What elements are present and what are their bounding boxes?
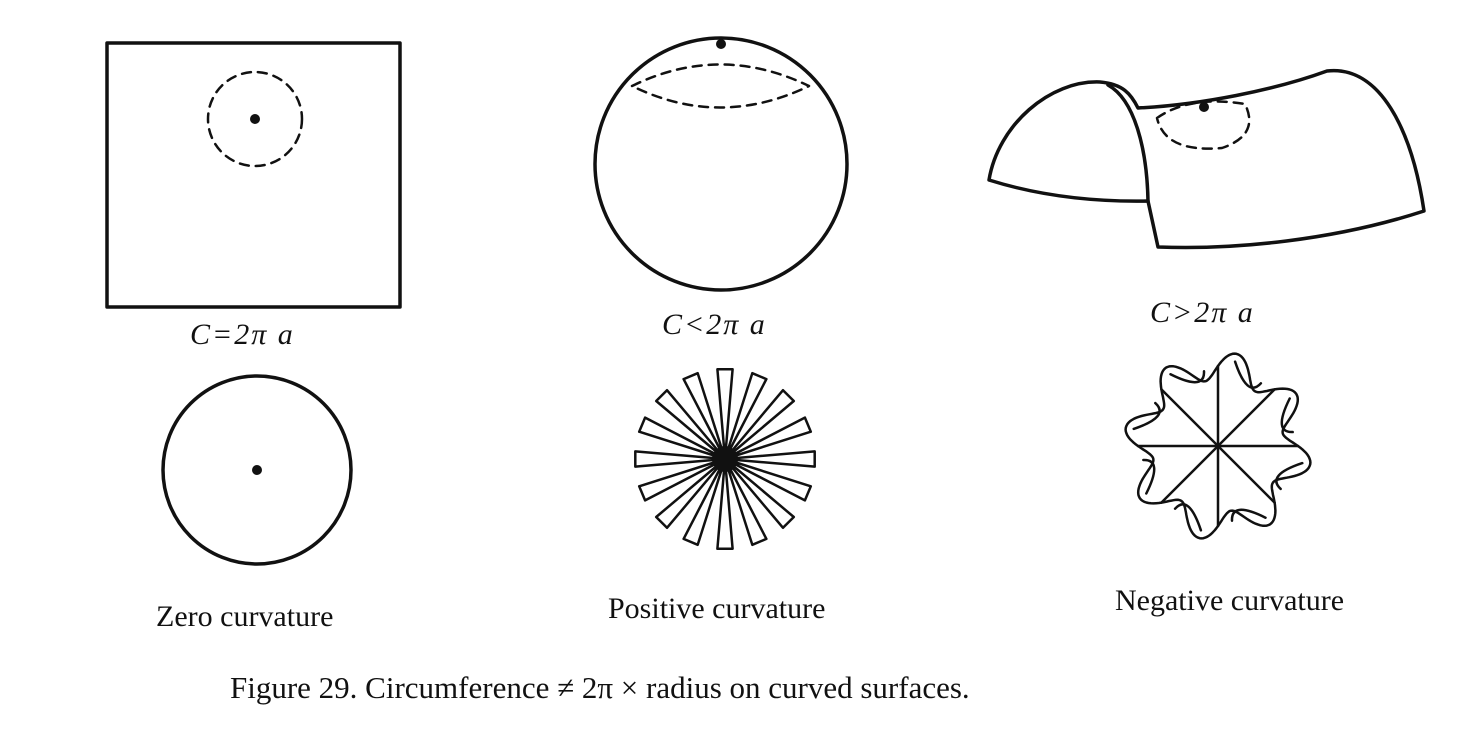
- wedge: [716, 368, 734, 461]
- wedge: [723, 457, 796, 530]
- sphere-pole-dot: [716, 39, 726, 49]
- flat-formula: C=2π a: [190, 318, 295, 351]
- negative-curvature-ruffle: [1124, 352, 1312, 540]
- wedge: [682, 457, 727, 547]
- ruffle-fold: [1173, 503, 1203, 532]
- wedge: [723, 457, 768, 547]
- ruffle-fold: [1275, 461, 1304, 491]
- ruffle-spoke: [1160, 444, 1220, 504]
- wedge: [654, 457, 727, 530]
- zero-curvature-label: Zero curvature: [156, 600, 334, 633]
- ruffle-spoke: [1216, 444, 1276, 504]
- wedge: [723, 416, 813, 461]
- wedge: [723, 450, 816, 468]
- negative-curvature-label: Negative curvature: [1115, 584, 1345, 617]
- wedge: [723, 457, 813, 502]
- saddle-center-dot: [1199, 102, 1209, 112]
- wedge: [637, 457, 727, 502]
- ruffle-fold: [1142, 458, 1156, 495]
- positive-curvature-wedges: [634, 368, 816, 550]
- ruffle-spoke: [1216, 388, 1276, 448]
- zero-curvature-disk: [161, 374, 353, 566]
- wedge: [654, 388, 727, 461]
- ruffle-fold: [1280, 397, 1294, 434]
- wedge: [723, 388, 796, 461]
- saddle-dashed-circle: [1155, 100, 1251, 150]
- saddle-diagram: [987, 68, 1426, 250]
- flat-plane-square: [105, 41, 402, 309]
- ruffle-fold: [1132, 401, 1161, 431]
- ruffle-fold: [1169, 370, 1206, 384]
- zero-curvature-circle: [161, 374, 353, 566]
- ruffle-spoke: [1160, 388, 1220, 448]
- wedge: [716, 457, 734, 550]
- sphere-formula: C<2π a: [662, 308, 767, 341]
- saddle-formula: C>2π a: [1150, 296, 1255, 329]
- wedge: [637, 416, 727, 461]
- zero-curvature-center-dot: [252, 465, 262, 475]
- saddle-fold-curve: [1106, 83, 1150, 203]
- flat-plane-center-dot: [250, 114, 260, 124]
- sphere-diagram: [593, 36, 849, 292]
- saddle-surface-outline: [987, 68, 1426, 250]
- flat-plane-dashed-circle: [206, 70, 304, 168]
- wedge: [634, 450, 727, 468]
- positive-curvature-center: [712, 446, 738, 472]
- ruffle-fold: [1233, 360, 1263, 389]
- figure-caption: Figure 29. Circumference ≠ 2π × radius o…: [230, 670, 970, 705]
- positive-curvature-label: Positive curvature: [608, 592, 826, 625]
- ruffle-outline: [1124, 352, 1312, 540]
- sphere-dashed-circle: [630, 63, 811, 109]
- ruffle-fold: [1230, 508, 1267, 522]
- wedge: [682, 371, 727, 461]
- flat-plane-diagram: [105, 41, 402, 309]
- sphere-outline: [593, 36, 849, 292]
- wedge: [723, 371, 768, 461]
